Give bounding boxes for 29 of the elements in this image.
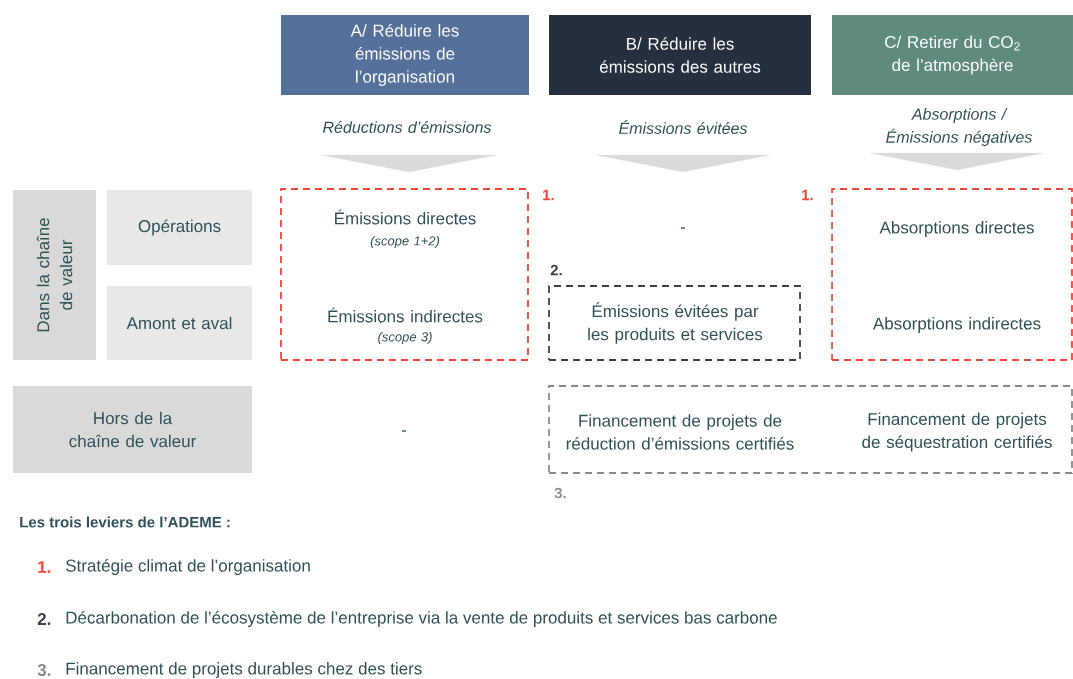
header-box: B/ Réduire les émissions des autres [549, 15, 811, 95]
edge-label: Absorptions / Émissions négatives [886, 108, 1032, 146]
callout-number: 2. [550, 264, 562, 276]
edge-label: Émissions évitées [619, 120, 748, 134]
chevron-arrow [595, 154, 771, 172]
row-header: Opérations [107, 190, 252, 265]
list-number: 1. [38, 561, 51, 573]
callout-number: 3. [554, 487, 566, 499]
row-header: Hors de la chaîne de valeur [13, 386, 252, 473]
cell-text: - [680, 227, 686, 229]
header-box: A/ Réduire les émissions de l’organisation [281, 15, 529, 95]
list-number: 3. [37, 663, 51, 676]
list-text: Stratégie climat de l’organisation [66, 558, 310, 575]
dashed-box: Émissions évitées par les produits et services [548, 285, 801, 361]
list-text: Décarbonation de l’écosystème de l’entreprise via la vente de produits et services bas carbone [66, 610, 777, 627]
list-heading: Les trois leviers de l’ADEME : [20, 516, 230, 528]
cell-text: - [401, 430, 407, 432]
edge-label: Réductions d’émissions [323, 121, 492, 133]
list-text: Financement de projets durables chez des tiers [66, 662, 422, 678]
dashed-box: Émissions directes (scope 1+2) Émissions indirectes (scope 3) [280, 188, 529, 361]
list-number: 2. [37, 613, 51, 625]
dashed-box: Financement de projets de réduction d’émissions certifiés Financement de projets de séquestration certifiés [548, 385, 1073, 474]
chevron-arrow [869, 152, 1045, 170]
row-header: Dans la chaîne de valeur [13, 190, 96, 360]
row-header: Amont et aval [107, 286, 252, 360]
chevron-arrow [320, 154, 498, 172]
callout-number: 1. [543, 189, 554, 201]
callout-number: 1. [802, 189, 813, 201]
header-box: C/ Retirer du CO$_{2}$ de l’atmosphère [832, 15, 1073, 95]
